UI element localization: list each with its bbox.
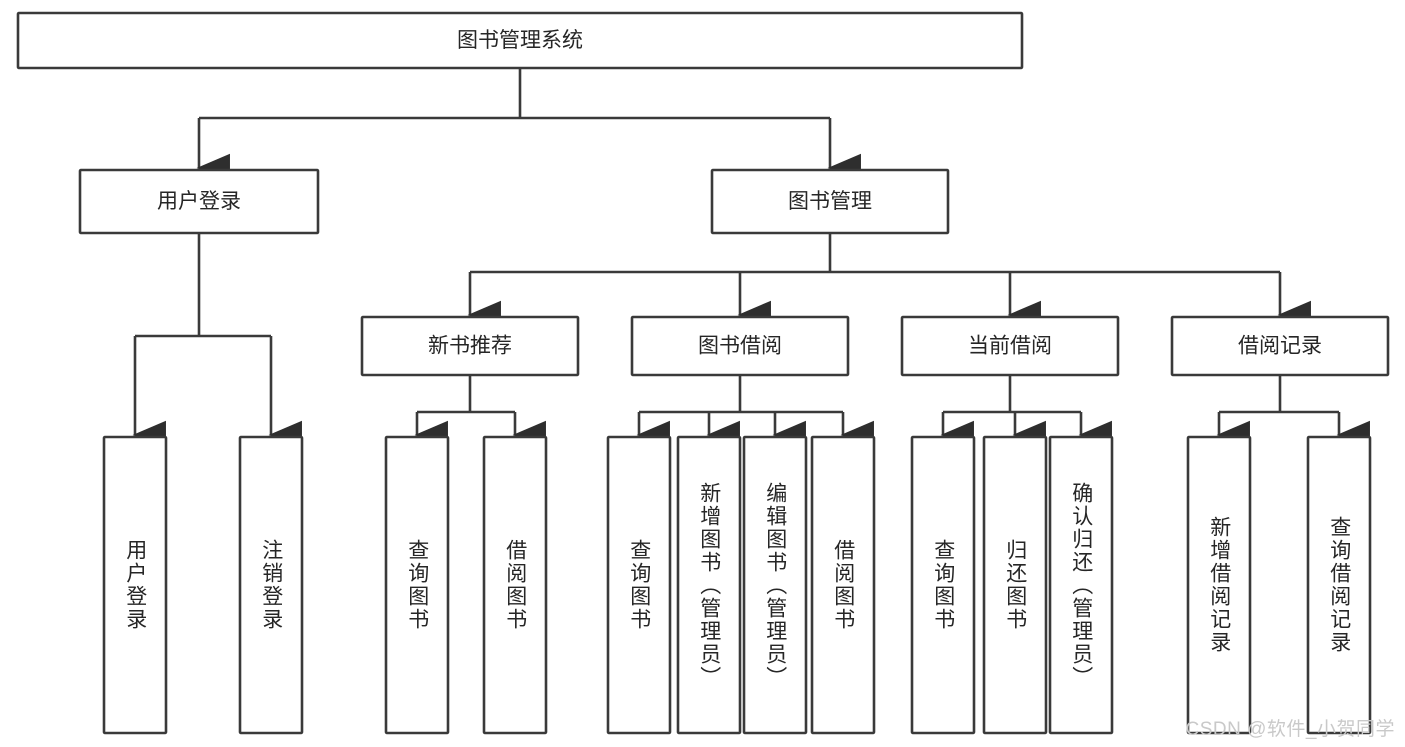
csdn-watermark: CSDN @软件_小贺同学 xyxy=(1185,719,1395,740)
node-leaf-box-5[interactable] xyxy=(676,435,742,735)
node-leaf-box-11[interactable] xyxy=(1186,435,1252,735)
node-l3-box-0[interactable] xyxy=(360,315,580,377)
node-leaf-box-6[interactable] xyxy=(742,435,808,735)
node-l2-box-1[interactable] xyxy=(710,168,950,235)
node-leaf-box-8[interactable] xyxy=(910,435,976,735)
node-l3-label-2: 当前借阅 xyxy=(968,335,1052,358)
node-l3-box-3[interactable] xyxy=(1170,315,1390,377)
node-root-label: 图书管理系统 xyxy=(457,29,583,52)
edges-layer xyxy=(132,68,1370,450)
node-leaf-box-2[interactable] xyxy=(384,435,450,735)
node-l2-box-0[interactable] xyxy=(78,168,320,235)
node-l3-label-0: 新书推荐 xyxy=(428,335,512,358)
node-leaf-box-3[interactable] xyxy=(482,435,548,735)
node-leaf-box-0[interactable] xyxy=(102,435,168,735)
boxes-layer xyxy=(16,11,1390,735)
node-leaf-box-7[interactable] xyxy=(810,435,876,735)
node-leaf-box-12[interactable] xyxy=(1306,435,1372,735)
node-l2-label-0: 用户登录 xyxy=(157,190,241,213)
node-l3-box-1[interactable] xyxy=(630,315,850,377)
node-l2-label-1: 图书管理 xyxy=(788,190,872,213)
node-leaf-box-10[interactable] xyxy=(1048,435,1114,735)
node-l3-box-2[interactable] xyxy=(900,315,1120,377)
node-l3-label-1: 图书借阅 xyxy=(698,335,782,358)
node-l3-label-3: 借阅记录 xyxy=(1238,335,1322,358)
node-root-box[interactable] xyxy=(16,11,1024,70)
node-leaf-box-1[interactable] xyxy=(238,435,304,735)
node-leaf-box-9[interactable] xyxy=(982,435,1048,735)
node-leaf-box-4[interactable] xyxy=(606,435,672,735)
